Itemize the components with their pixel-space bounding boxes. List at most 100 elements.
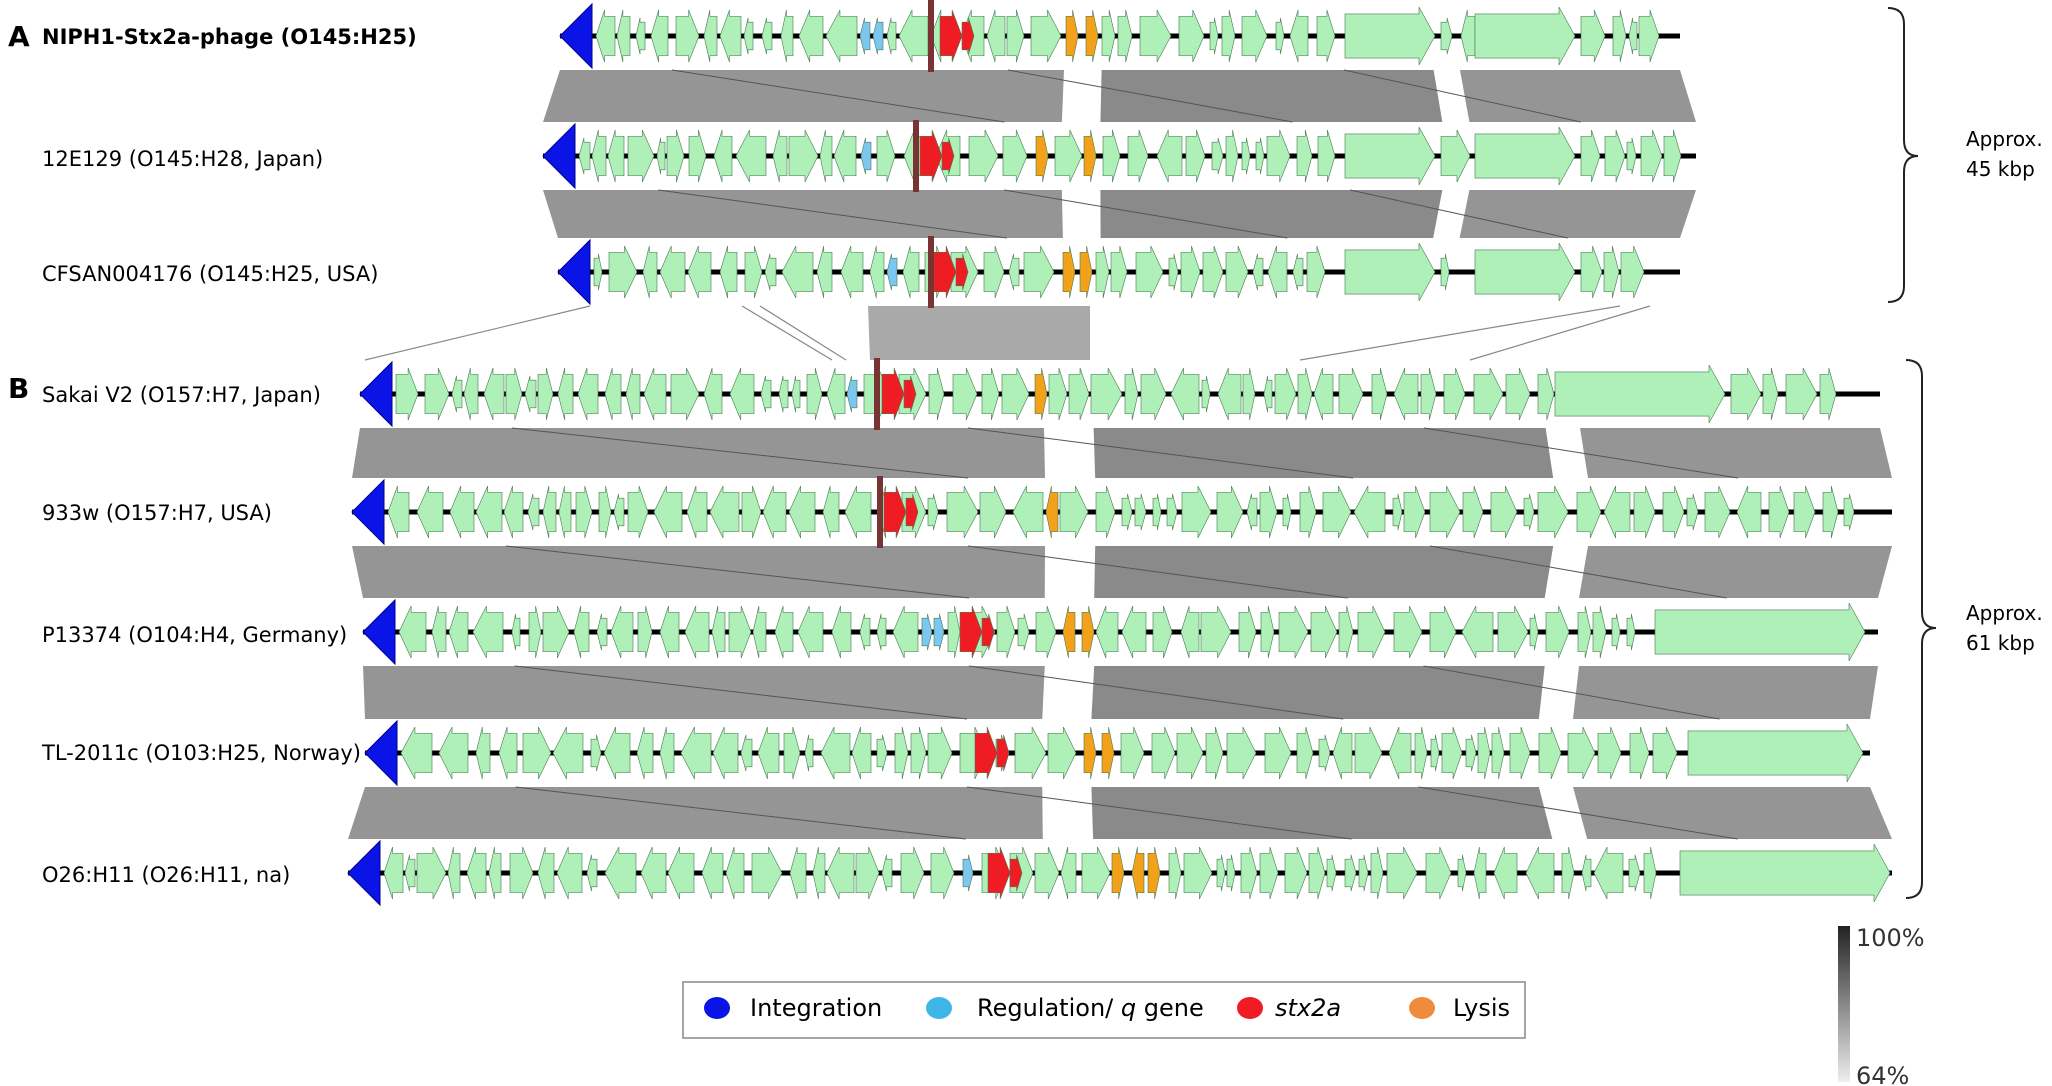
- gene-arrow: [1344, 6, 1436, 66]
- genome-label-o26h11: O26:H11 (O26:H11, na): [42, 863, 290, 887]
- gene-arrow: [1095, 605, 1119, 659]
- gene-arrow: [522, 726, 552, 780]
- gene-arrow: [1620, 245, 1645, 299]
- genome-label-niph1: NIPH1-Stx2a-phage (O145:H25): [42, 25, 417, 49]
- lysis-gene: [1083, 726, 1097, 780]
- gene-arrow: [1266, 129, 1291, 183]
- gene-arrow: [1509, 726, 1531, 780]
- gene-arrow: [1441, 726, 1463, 780]
- gene-arrow: [1473, 367, 1504, 421]
- stx2a-gene-a: [881, 367, 905, 421]
- cross-panel-link: [364, 305, 591, 361]
- gene-arrow: [1679, 843, 1891, 903]
- similarity-link: [515, 786, 966, 840]
- gene-arrow: [1474, 6, 1576, 66]
- gene-arrow: [1140, 367, 1167, 421]
- lysis-gene: [1147, 846, 1161, 900]
- gene-arrow: [709, 485, 740, 539]
- genome-track-3: [557, 236, 1680, 308]
- similarity-link: [514, 665, 968, 720]
- stx2a-gene-b: [996, 734, 1010, 772]
- gene-arrow: [1629, 726, 1650, 780]
- gene-arrow: [1110, 245, 1128, 299]
- legend-box: [682, 981, 1526, 1039]
- similarity-link: [1423, 427, 1739, 479]
- gene-arrow: [625, 367, 641, 421]
- gene-arrow: [1554, 364, 1726, 424]
- gene-arrow: [898, 9, 929, 63]
- gene-arrow: [670, 367, 700, 421]
- gene-arrow: [1282, 493, 1292, 531]
- gene-arrow: [1313, 367, 1334, 421]
- gene-arrow: [637, 605, 653, 659]
- gene-arrow: [383, 846, 404, 900]
- gene-arrow: [1221, 9, 1236, 63]
- legend: Integration Regulation/ q gene stx2a Lys…: [682, 981, 1526, 1039]
- gene-arrow: [927, 726, 953, 780]
- legend-lysis-label: Lysis: [1453, 994, 1510, 1022]
- gene-arrow: [1205, 726, 1224, 780]
- gene-arrow: [610, 605, 634, 659]
- gene-arrow: [1388, 726, 1412, 780]
- similarity-band: [1091, 787, 1553, 839]
- panel-b-bracket: [1905, 359, 1937, 899]
- gene-arrow: [1654, 602, 1866, 662]
- gene-arrow: [1310, 605, 1338, 659]
- gene-arrow: [598, 485, 612, 539]
- gene-arrow: [1537, 485, 1569, 539]
- similarity-band: [543, 70, 1064, 122]
- gene-arrow: [1316, 9, 1336, 63]
- gene-arrow: [509, 846, 534, 900]
- gene-arrow: [819, 129, 833, 183]
- stx2a-gene-a: [987, 846, 1011, 900]
- gene-arrow: [595, 9, 616, 63]
- gene-arrow: [607, 129, 625, 183]
- gene-arrow: [573, 605, 590, 659]
- gene-arrow: [757, 726, 780, 780]
- gene-arrow: [979, 485, 1007, 539]
- gene-arrow: [557, 367, 574, 421]
- gene-arrow: [783, 726, 801, 780]
- regulation-q-gene: [859, 17, 871, 55]
- gene-arrow: [627, 129, 655, 183]
- cross-panel-links: [364, 305, 1651, 361]
- gene-arrow: [840, 245, 864, 299]
- gene-arrow: [881, 854, 893, 892]
- gene-arrow: [1440, 129, 1471, 183]
- gene-arrow: [1403, 485, 1426, 539]
- stx2a-gene-a: [883, 485, 907, 539]
- regulation-q-gene: [962, 854, 974, 892]
- gene-arrow: [1217, 367, 1242, 421]
- gene-arrow: [820, 726, 851, 780]
- gene-arrow: [1736, 485, 1762, 539]
- gene-arrow: [1156, 129, 1183, 183]
- gene-arrow: [1238, 605, 1257, 659]
- lysis-gene: [1079, 245, 1093, 299]
- lysis-gene: [1083, 129, 1097, 183]
- gene-arrow: [1460, 9, 1476, 63]
- gene-arrow: [447, 846, 461, 900]
- cross-panel-link: [1469, 305, 1651, 361]
- gene-arrow: [1457, 854, 1467, 892]
- gene-arrow: [1267, 245, 1288, 299]
- gene-arrow: [616, 9, 631, 63]
- gene-arrow: [797, 605, 824, 659]
- stx2a-gene-b: [955, 253, 969, 291]
- integration-gene: [559, 2, 593, 70]
- gene-arrow: [1002, 129, 1028, 183]
- gene-arrow: [744, 245, 763, 299]
- gene-arrow: [503, 485, 524, 539]
- lysis-gene: [1101, 726, 1115, 780]
- gene-arrow: [688, 129, 707, 183]
- lysis-gene: [1062, 605, 1076, 659]
- gene-arrow: [743, 17, 754, 55]
- gene-arrow: [552, 726, 584, 780]
- gene-arrow: [1505, 367, 1531, 421]
- gene-arrow: [1604, 129, 1626, 183]
- gene-arrow: [1102, 129, 1121, 183]
- gene-arrow: [1477, 726, 1491, 780]
- gene-arrow: [416, 485, 444, 539]
- gene-arrow: [1603, 485, 1631, 539]
- gene-arrow: [1386, 846, 1418, 900]
- panel-a-bracket: [1887, 7, 1919, 303]
